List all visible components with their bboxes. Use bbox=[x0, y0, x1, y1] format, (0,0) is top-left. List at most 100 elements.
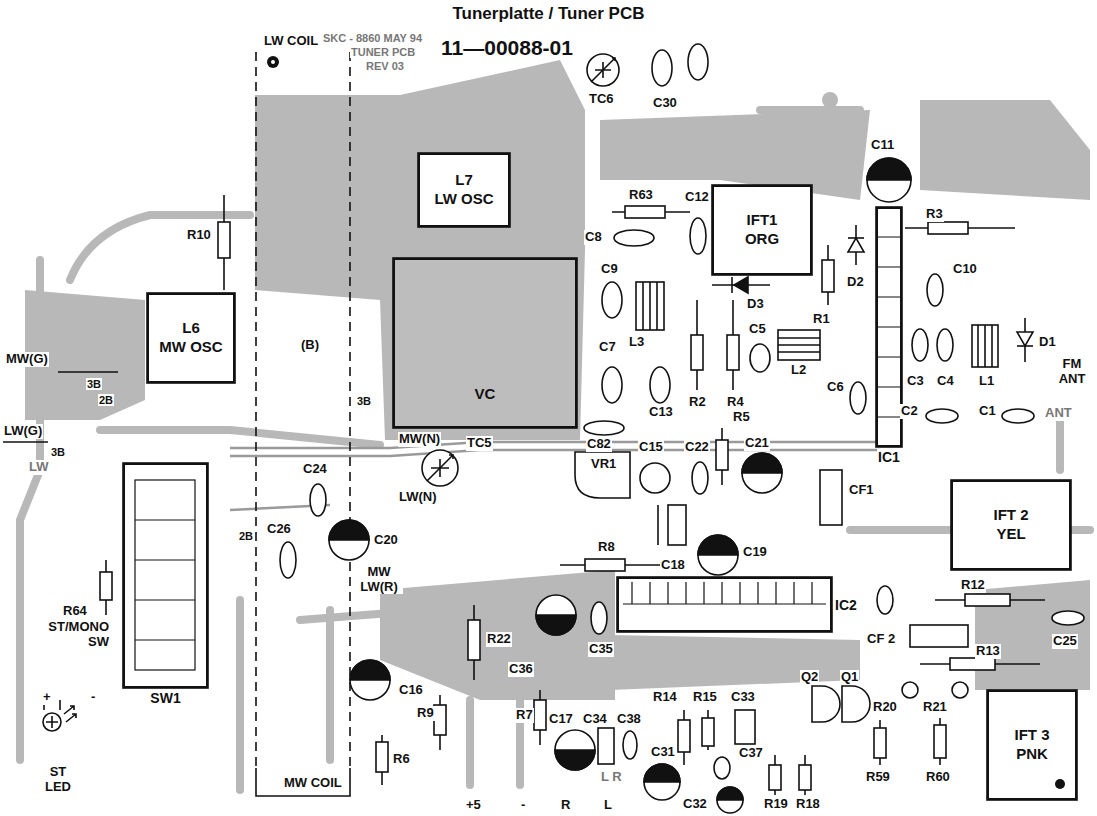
variable-resistor bbox=[575, 452, 630, 498]
part-label: D1 bbox=[1038, 335, 1057, 350]
part-label: C35 bbox=[588, 642, 614, 657]
led-symbol bbox=[43, 713, 61, 731]
diagram-title: Tunerplatte / Tuner PCB bbox=[0, 4, 1097, 24]
coil-symbol bbox=[636, 282, 664, 330]
part-label: R21 bbox=[922, 700, 948, 715]
part-label: R64 bbox=[62, 604, 88, 619]
component-label: LW OSC bbox=[434, 190, 493, 209]
part-label: R7 bbox=[515, 708, 534, 723]
electrolytic-capacitor bbox=[536, 615, 576, 635]
part-label: CF 2 bbox=[866, 632, 896, 647]
electrolytic-capacitor bbox=[717, 787, 743, 800]
component-label: IFT 2 bbox=[993, 506, 1028, 525]
part-label: C34 bbox=[582, 712, 608, 727]
part-label: L3 bbox=[628, 335, 645, 350]
capacitor-symbol bbox=[640, 463, 670, 493]
electrolytic-capacitor bbox=[644, 764, 680, 800]
capacitor-symbol bbox=[1052, 611, 1084, 625]
copper-trace bbox=[326, 610, 334, 760]
copper-trace bbox=[236, 600, 244, 790]
ic-pin bbox=[876, 237, 902, 417]
trimmer-capacitor bbox=[427, 455, 453, 481]
part-label: R4 bbox=[726, 395, 745, 410]
part-label: MW COIL bbox=[283, 776, 343, 791]
coil-symbol bbox=[778, 338, 820, 352]
silkscreen-note: L R bbox=[600, 770, 623, 785]
resistor-symbol bbox=[691, 335, 703, 370]
mounting-hole bbox=[271, 60, 275, 64]
copper-pour bbox=[822, 92, 838, 108]
electrolytic-capacitor bbox=[698, 535, 738, 555]
part-label: C33 bbox=[730, 690, 756, 705]
capacitor-symbol bbox=[598, 728, 614, 764]
part-label: C7 bbox=[598, 340, 617, 355]
copper-trace bbox=[100, 430, 380, 445]
resistor-symbol bbox=[434, 705, 446, 735]
part-label: TC6 bbox=[588, 92, 615, 107]
part-label: CF1 bbox=[848, 483, 875, 498]
component-body bbox=[617, 577, 832, 632]
silkscreen-note: ANT bbox=[1044, 406, 1073, 421]
component-body bbox=[712, 185, 812, 275]
component-label: IFT1 bbox=[747, 211, 778, 230]
capacitor-symbol bbox=[690, 218, 706, 254]
component-body bbox=[418, 153, 510, 227]
part-label: R59 bbox=[865, 770, 891, 785]
led-symbol bbox=[43, 700, 76, 731]
part-label: C20 bbox=[373, 533, 399, 548]
part-label: 3B bbox=[86, 378, 102, 390]
coil-symbol bbox=[978, 325, 992, 367]
coil-symbol bbox=[778, 330, 820, 360]
component-label: L6 bbox=[182, 319, 200, 338]
part-label: LW(G) bbox=[3, 424, 43, 439]
copper-trace bbox=[70, 215, 250, 280]
coil-boundary bbox=[255, 52, 257, 768]
part-label: LW(N) bbox=[398, 490, 438, 505]
part-label: MW(G) bbox=[5, 352, 49, 367]
part-label: C4 bbox=[936, 374, 955, 389]
capacitor-symbol bbox=[668, 505, 686, 545]
led-symbol bbox=[64, 706, 74, 714]
part-label: R8 bbox=[597, 540, 616, 555]
component-outline: IFT 3PNK bbox=[987, 690, 1077, 800]
diode-symbol bbox=[848, 237, 864, 239]
trimmer-capacitor bbox=[591, 58, 615, 82]
diode-symbol bbox=[712, 225, 1033, 362]
ic-pin bbox=[135, 237, 902, 670]
silkscreen-note: REV 03 bbox=[365, 60, 405, 72]
resistor-symbol bbox=[799, 765, 811, 790]
part-label: R20 bbox=[872, 700, 898, 715]
electrolytic-capacitor bbox=[329, 520, 369, 560]
component-body bbox=[123, 153, 1077, 800]
component-outline: IFT1ORG bbox=[712, 185, 812, 275]
electrolytic-capacitor bbox=[717, 787, 743, 813]
component-designator: IC1 bbox=[877, 449, 901, 465]
part-label: C12 bbox=[684, 190, 710, 205]
part-label: L bbox=[603, 798, 613, 813]
capacitor-symbol bbox=[310, 484, 326, 516]
component-designator: SW1 bbox=[149, 690, 181, 706]
part-label: R1 bbox=[812, 312, 831, 327]
capacitor-symbol bbox=[688, 44, 708, 80]
resistor-symbol bbox=[716, 440, 728, 470]
variable-resistor bbox=[575, 452, 630, 498]
ic-pin bbox=[135, 480, 195, 670]
electrolytic-capacitor bbox=[350, 660, 390, 680]
part-label: 11—00088-01 bbox=[440, 36, 574, 60]
electrolytic-capacitor bbox=[698, 535, 738, 575]
part-label: C8 bbox=[584, 230, 603, 245]
component-label: ORG bbox=[745, 230, 779, 249]
resistor-symbol bbox=[625, 206, 665, 218]
resistor-symbol bbox=[100, 572, 112, 600]
part-label: 2B bbox=[98, 394, 114, 406]
part-label: C6 bbox=[826, 380, 845, 395]
part-label: C26 bbox=[266, 522, 292, 537]
marking-line bbox=[58, 371, 118, 372]
resistor-symbol bbox=[218, 222, 230, 258]
capacitor-symbol bbox=[926, 409, 958, 423]
copper-trace bbox=[300, 600, 560, 620]
coil-bracket bbox=[256, 768, 350, 796]
part-label: C36 bbox=[508, 662, 534, 677]
electrolytic-capacitor bbox=[350, 660, 390, 700]
part-label: C15 bbox=[638, 440, 664, 455]
